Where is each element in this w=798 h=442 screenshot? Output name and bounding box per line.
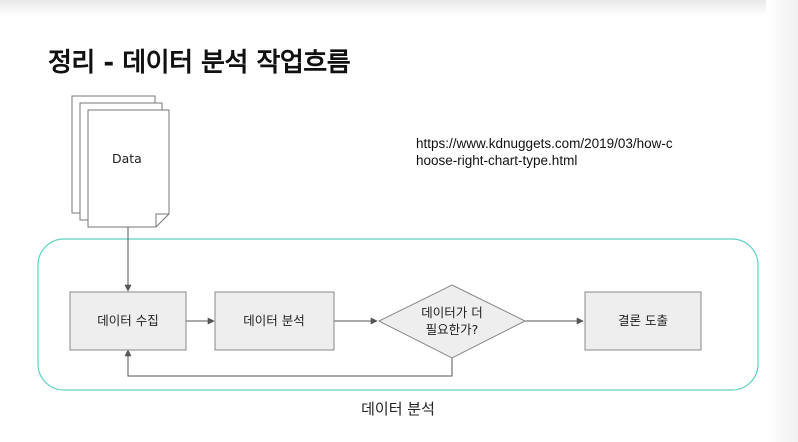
node-collect-label: 데이터 수집 xyxy=(97,313,158,328)
node-decision-label-line1: 데이터가 더 xyxy=(421,305,482,320)
data-document-label: Data xyxy=(112,151,142,166)
container-caption: 데이터 분석 xyxy=(361,400,435,418)
source-url: https://www.kdnuggets.com/2019/03/how-ch… xyxy=(416,136,673,168)
edge-decision-loop-back xyxy=(124,349,453,377)
node-conclusion-label: 결론 도출 xyxy=(618,313,668,328)
node-analyze-label: 데이터 분석 xyxy=(243,313,304,328)
node-analyze xyxy=(214,291,335,351)
analysis-container xyxy=(37,238,759,391)
top-shadow xyxy=(0,0,798,16)
data-document-stack xyxy=(71,95,170,228)
node-conclusion xyxy=(584,291,702,351)
page-title: 정리 - 데이터 분석 작업흐름 xyxy=(48,48,351,78)
node-decision-label-line2: 필요한가? xyxy=(426,322,479,337)
node-collect xyxy=(69,291,187,351)
node-decision xyxy=(377,284,527,359)
right-edge-strip xyxy=(766,0,798,442)
